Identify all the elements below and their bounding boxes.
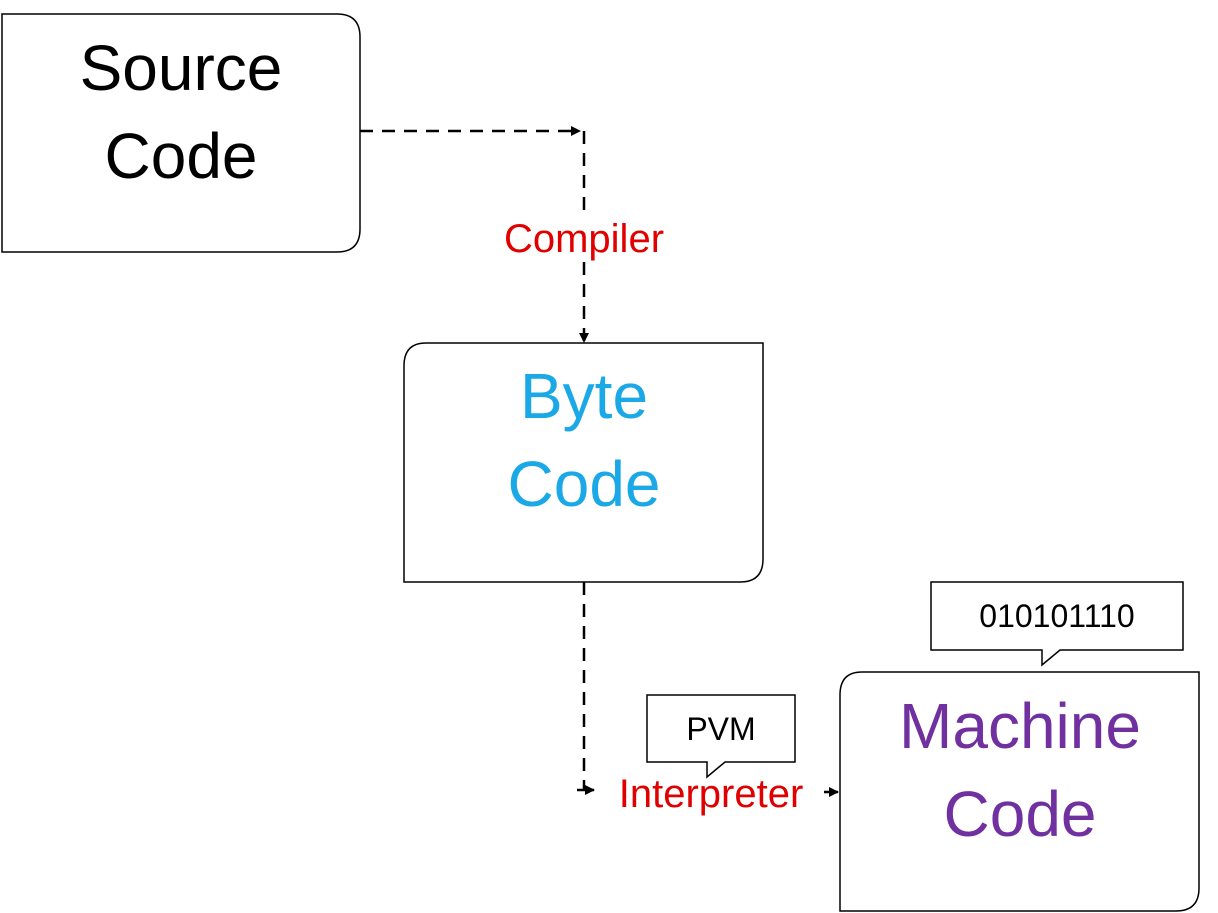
machine-code-label-line1: Machine	[899, 690, 1141, 762]
pvm-callout-text: PVM	[686, 711, 755, 747]
interpreter-label: Interpreter	[619, 772, 804, 816]
machine-code-box: Machine Code	[839, 671, 1200, 912]
source-code-label-line1: Source	[80, 32, 283, 104]
compiler-connector	[360, 126, 589, 343]
pvm-callout: PVM	[646, 694, 796, 779]
source-code-box: Source Code	[1, 13, 361, 253]
source-code-label-line2: Code	[105, 120, 258, 192]
byte-code-box: Byte Code	[403, 342, 764, 583]
byte-code-label-line1: Byte	[520, 360, 648, 432]
binary-callout-text: 010101110	[979, 598, 1134, 634]
interpreter-connector	[577, 582, 839, 797]
binary-callout: 010101110	[930, 581, 1184, 667]
machine-code-label-line2: Code	[944, 778, 1097, 850]
compiler-label: Compiler	[504, 217, 664, 261]
byte-code-label-line2: Code	[508, 448, 661, 520]
